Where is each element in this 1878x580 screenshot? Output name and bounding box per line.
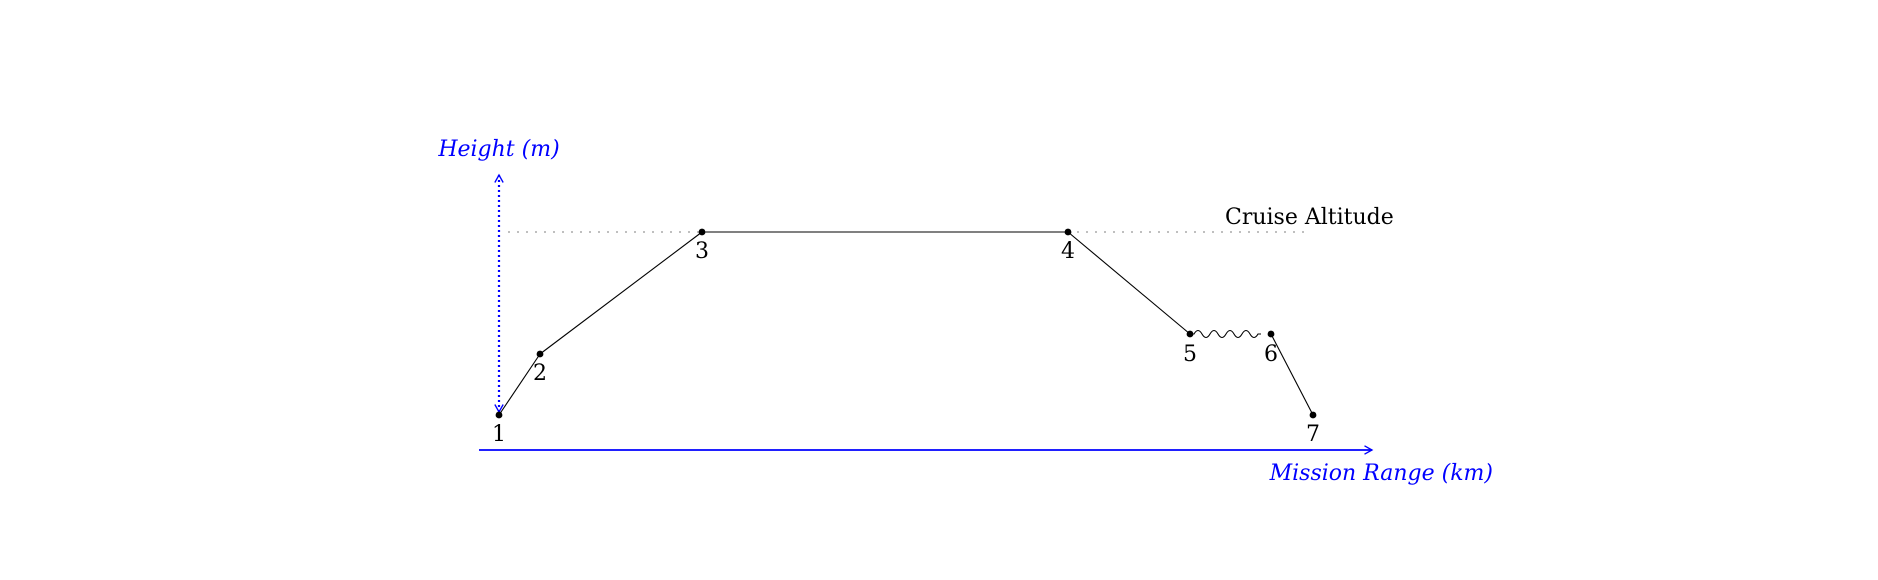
segment-1-2 [498, 353, 541, 416]
waypoint-3-dot [698, 228, 706, 236]
waypoint-1-label: 1 [492, 422, 506, 447]
waypoint-7-dot [1309, 411, 1317, 419]
x-axis-label: Mission Range (km) [1269, 461, 1493, 486]
waypoint-6-dot [1267, 330, 1275, 338]
waypoint-6-label: 6 [1264, 342, 1278, 367]
waypoints [495, 228, 1317, 419]
cruise-altitude-label: Cruise Altitude [1225, 205, 1394, 230]
segment-5-6-loiter [1190, 329, 1261, 339]
waypoint-2-dot [536, 350, 544, 358]
y-axis-label: Height (m) [437, 137, 559, 162]
waypoint-7-label: 7 [1306, 422, 1320, 447]
segment-6-7 [1270, 333, 1314, 416]
waypoint-5-label: 5 [1183, 342, 1197, 367]
waypoint-4-dot [1064, 228, 1072, 236]
waypoint-2-label: 2 [533, 361, 547, 386]
segment-4-5 [1067, 231, 1191, 335]
waypoint-4-label: 4 [1061, 239, 1075, 264]
waypoint-1-dot [495, 411, 503, 419]
segment-2-3 [539, 231, 703, 355]
waypoint-3-label: 3 [695, 239, 709, 264]
waypoint-5-dot [1186, 330, 1194, 338]
profile-path [498, 231, 1314, 416]
